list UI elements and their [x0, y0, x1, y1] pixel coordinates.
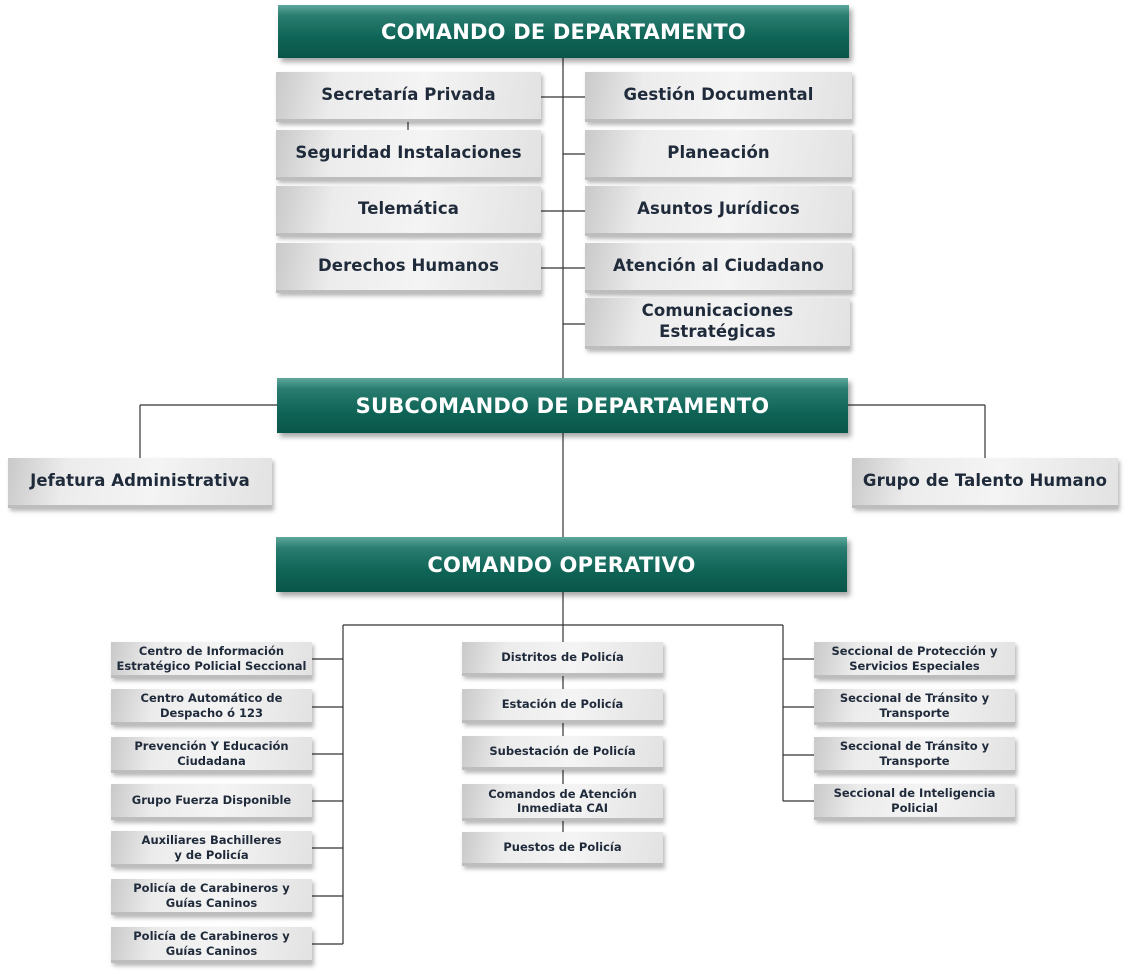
staff-box-telematica: Telemática [276, 186, 541, 236]
staff-box-gestion-documental: Gestión Documental [585, 72, 852, 122]
operativo-right-box: Seccional de Tránsito y Transporte [814, 737, 1015, 773]
operativo-left-box: Policía de Carabineros y Guías Caninos [111, 927, 312, 963]
operativo-center-box: Comandos de Atención Inmediata CAI [462, 784, 663, 821]
operativo-right-box: Seccional de Inteligencia Policial [814, 784, 1015, 820]
operativo-left-box: Prevención Y Educación Ciudadana [111, 737, 312, 773]
operativo-center-box: Distritos de Policía [462, 642, 663, 676]
operativo-center-box: Puestos de Policía [462, 832, 663, 866]
operativo-right-box: Seccional de Tránsito y Transporte [814, 689, 1015, 725]
subcomando-departamento-header: SUBCOMANDO DE DEPARTAMENTO [277, 378, 848, 433]
staff-box-derechos-humanos: Derechos Humanos [276, 243, 541, 293]
operativo-center-box: Subestación de Policía [462, 736, 663, 770]
staff-box-comunicaciones-estrategicas: Comunicaciones Estratégicas [585, 298, 850, 349]
operativo-left-box: Policía de Carabineros y Guías Caninos [111, 879, 312, 915]
operativo-left-box: Centro de Información Estratégico Polici… [111, 642, 312, 678]
operativo-center-box: Estación de Policía [462, 689, 663, 723]
operativo-left-box: Grupo Fuerza Disponible [111, 784, 312, 820]
staff-box-atencion-ciudadano: Atención al Ciudadano [585, 243, 852, 293]
staff-box-secretaria-privada: Secretaría Privada [276, 72, 541, 122]
staff-box-asuntos-juridicos: Asuntos Jurídicos [585, 186, 852, 236]
grupo-talento-humano-box: Grupo de Talento Humano [852, 458, 1118, 508]
operativo-right-box: Seccional de Protección y Servicios Espe… [814, 642, 1015, 678]
jefatura-administrativa-box: Jefatura Administrativa [8, 458, 272, 508]
operativo-left-box: Auxiliares Bachilleres y de Policía [111, 831, 312, 867]
staff-box-planeacion: Planeación [585, 130, 852, 180]
comando-operativo-header: COMANDO OPERATIVO [276, 537, 847, 592]
operativo-left-box: Centro Automático de Despacho ó 123 [111, 689, 312, 725]
staff-box-seguridad-instalaciones: Seguridad Instalaciones [276, 130, 541, 180]
comando-departamento-header: COMANDO DE DEPARTAMENTO [278, 5, 849, 58]
